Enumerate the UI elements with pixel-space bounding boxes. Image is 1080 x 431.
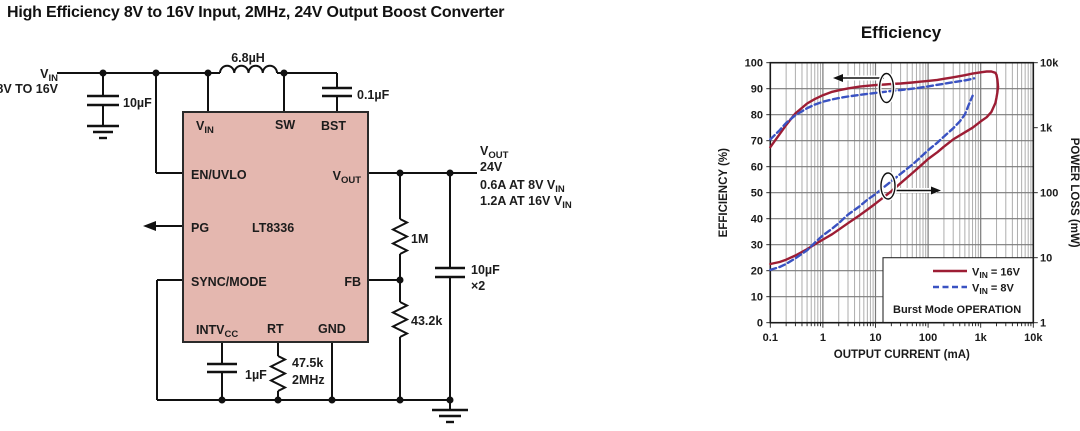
x-tick-label: 1 <box>820 332 826 344</box>
pin-label-sw: SW <box>275 118 295 132</box>
inductor-label: 6.8µH <box>231 51 265 65</box>
power-loss-curves-marker <box>880 172 896 200</box>
y-left-tick-label: 10 <box>751 292 763 304</box>
input-range-label: 8V TO 16V <box>0 82 59 96</box>
fb-bottom-resistor-label: 43.2k <box>411 314 442 328</box>
pin-label-rt: RT <box>267 322 284 336</box>
output-cap-label: 10µF <box>471 263 500 277</box>
y-left-tick-label: 50 <box>751 188 763 200</box>
y-left-tick-label: 90 <box>751 84 763 96</box>
rt-resistor-label: 47.5k <box>292 356 323 370</box>
inductor-symbol <box>219 64 278 74</box>
pin-label-vout: VOUT <box>333 169 362 186</box>
legend-label: VIN = 16V <box>972 267 1021 281</box>
fb-top-resistor-label: 1M <box>411 232 428 246</box>
legend-note: Burst Mode OPERATION <box>893 304 1021 316</box>
pin-label-sync-mode: SYNC/MODE <box>191 275 267 289</box>
x-tick-label: 10k <box>1024 332 1043 344</box>
pin-label-bst: BST <box>321 119 346 133</box>
y-left-axis-label: EFFICIENCY (%) <box>718 148 730 237</box>
output-current-16v-label: 1.2A AT 16V VIN <box>480 194 572 211</box>
y-right-tick-label: 1 <box>1040 318 1046 330</box>
chart-title: Efficiency <box>861 23 942 42</box>
y-right-tick-label: 100 <box>1040 188 1058 200</box>
x-tick-label: 0.1 <box>763 332 778 344</box>
output-vout-label: VOUT <box>480 144 509 161</box>
x-tick-label: 10 <box>869 332 881 344</box>
pin-label-vin: VIN <box>196 119 214 136</box>
y-left-tick-label: 40 <box>751 214 763 226</box>
junction-dots <box>99 69 454 404</box>
circuit-schematic: VIN SW BST EN/UVLO PG LT8336 VOUT SYNC/M… <box>0 51 572 424</box>
pin-label-pg: PG <box>191 221 209 235</box>
output-cap-qty-label: ×2 <box>471 279 485 293</box>
capacitor-symbols <box>87 86 465 374</box>
right-arrowhead-icon <box>931 186 941 195</box>
y-right-tick-label: 1k <box>1040 123 1053 135</box>
x-axis-label: OUTPUT CURRENT (mA) <box>834 349 970 361</box>
chart-ticks <box>766 62 1038 328</box>
pg-arrow-icon <box>143 221 156 231</box>
y-right-tick-label: 10k <box>1040 58 1059 70</box>
resistor-symbols <box>268 218 410 392</box>
output-current-8v-label: 0.6A AT 8V VIN <box>480 178 565 195</box>
ic-body <box>182 111 369 343</box>
input-cap-label: 10µF <box>123 96 152 110</box>
left-arrowhead-icon <box>833 74 843 82</box>
pin-label-gnd: GND <box>318 322 346 336</box>
curve-power-loss-vin-8v <box>769 94 974 272</box>
y-left-tick-label: 60 <box>751 162 763 174</box>
y-left-tick-label: 100 <box>745 58 763 70</box>
bst-cap-label: 0.1µF <box>357 88 390 102</box>
wires <box>57 72 477 410</box>
y-right-tick-label: 10 <box>1040 253 1052 265</box>
pin-label-fb: FB <box>344 275 361 289</box>
y-left-tick-label: 70 <box>751 136 763 148</box>
y-left-tick-label: 30 <box>751 240 763 252</box>
x-tick-label: 100 <box>919 332 937 344</box>
y-left-tick-label: 0 <box>757 318 763 330</box>
y-left-tick-label: 80 <box>751 110 763 122</box>
output-voltage-label: 24V <box>480 160 503 174</box>
input-vin-label: VIN <box>40 67 58 84</box>
y-right-axis-label: POWER LOSS (mW) <box>1068 138 1080 248</box>
curve-efficiency-vin-16v <box>769 70 1000 149</box>
pin-label-intvcc: INTVCC <box>196 323 238 340</box>
legend-label: VIN = 8V <box>972 283 1014 297</box>
efficiency-chart: VIN = 16V VIN = 8V Burst Mode OPERATION 0.1… <box>718 23 1080 361</box>
rt-frequency-label: 2MHz <box>292 373 325 387</box>
curve-power-loss-vin-16v <box>769 85 1000 266</box>
curve-efficiency-vin-8v <box>769 77 976 141</box>
ground-symbols <box>87 124 468 424</box>
efficiency-curves-marker <box>878 72 895 104</box>
y-left-tick-label: 20 <box>751 266 763 278</box>
pin-label-en-uvlo: EN/UVLO <box>191 168 247 182</box>
x-tick-label: 1k <box>975 332 988 344</box>
figure-title: High Efficiency 8V to 16V Input, 2MHz, 2… <box>7 4 505 21</box>
intvcc-cap-label: 1µF <box>245 368 267 382</box>
ic-part-number: LT8336 <box>252 221 294 235</box>
